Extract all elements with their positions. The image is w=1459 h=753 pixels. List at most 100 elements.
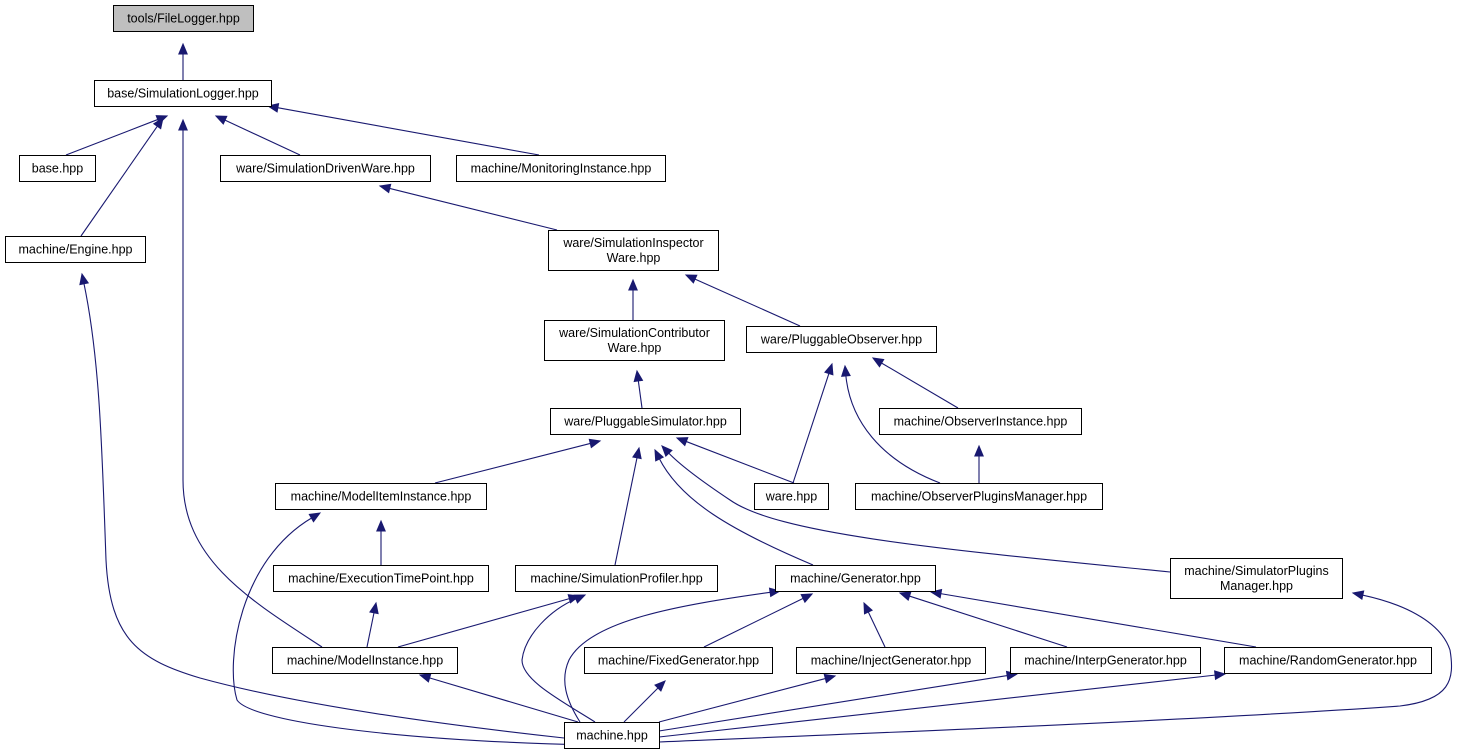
node-box xyxy=(113,5,254,32)
node-box xyxy=(19,155,96,182)
edge-injectgen-to-generator xyxy=(863,601,886,648)
edge-line xyxy=(521,597,596,723)
nodes-layer: tools/FileLogger.hpp base/SimulationLogge… xyxy=(5,5,1432,749)
edge-line xyxy=(276,107,540,156)
node-label: ware/SimulationContributor xyxy=(558,326,710,340)
node-label: machine/MonitoringInstance.hpp xyxy=(471,162,652,176)
edge-line xyxy=(80,125,159,237)
edge-line xyxy=(623,687,659,723)
edge-simprofiler-to-plugsim xyxy=(614,446,642,566)
edge-line xyxy=(614,456,638,566)
node-simlogger[interactable]: base/SimulationLogger.hpp xyxy=(94,80,272,107)
edge-line xyxy=(658,457,814,566)
arrowhead-icon xyxy=(369,601,379,615)
node-label: machine/FixedGenerator.hpp xyxy=(598,654,759,668)
edge-modelinstance-to-exectime xyxy=(366,601,379,648)
edge-obsinstance-to-plugobserver xyxy=(871,357,959,409)
edge-line xyxy=(182,129,323,648)
node-simdriven[interactable]: ware/SimulationDrivenWare.hpp xyxy=(220,155,431,182)
edge-simdriven-to-simlogger xyxy=(214,115,301,156)
node-label: machine.hpp xyxy=(576,729,648,743)
edge-modelitem-to-plugsim xyxy=(434,438,602,484)
edge-machine-to-randomgen xyxy=(658,670,1227,738)
node-label: machine/ObserverPluginsManager.hpp xyxy=(871,490,1087,504)
node-monitoring[interactable]: machine/MonitoringInstance.hpp xyxy=(456,155,666,182)
arrowhead-icon xyxy=(178,118,188,131)
node-modelinstance[interactable]: machine/ModelInstance.hpp xyxy=(272,647,458,674)
arrowhead-icon xyxy=(823,673,837,684)
node-modelitem[interactable]: machine/ModelItemInstance.hpp xyxy=(275,483,487,510)
node-plugobserver[interactable]: ware/PluggableObserver.hpp xyxy=(746,326,937,353)
node-label: ware/PluggableObserver.hpp xyxy=(760,333,922,347)
edge-ware-to-plugsim xyxy=(675,437,795,484)
edge-base-to-simlogger xyxy=(65,115,169,156)
edge-line xyxy=(667,452,1171,573)
node-label: Manager.hpp xyxy=(1220,579,1293,593)
node-obsplugins[interactable]: machine/ObserverPluginsManager.hpp xyxy=(855,483,1103,510)
edge-machine-to-engine xyxy=(79,272,565,739)
arrowhead-icon xyxy=(675,437,689,447)
node-box xyxy=(879,408,1082,435)
edge-plugobserver-to-siminspector xyxy=(684,274,801,327)
edge-line xyxy=(685,440,795,484)
node-box xyxy=(1170,558,1343,599)
arrowhead-icon xyxy=(661,445,673,457)
edge-plugsim-to-simcontrib xyxy=(633,369,644,409)
node-label: machine/ObserverInstance.hpp xyxy=(894,415,1068,429)
node-box xyxy=(273,565,489,592)
arrowhead-icon xyxy=(654,448,665,462)
edge-obsplugins-to-plugobserver xyxy=(840,364,941,484)
node-interpgen[interactable]: machine/InterpGenerator.hpp xyxy=(1010,647,1201,674)
node-ware[interactable]: ware.hpp xyxy=(754,483,829,510)
node-base[interactable]: base.hpp xyxy=(19,155,96,182)
node-filelogger[interactable]: tools/FileLogger.hpp xyxy=(113,5,254,32)
edge-modelinstance-to-simlogger xyxy=(178,118,323,648)
node-box xyxy=(855,483,1103,510)
edge-machine-to-interpgen xyxy=(658,670,1019,732)
edge-siminspector-to-simdriven xyxy=(378,183,558,231)
node-label: machine/ExecutionTimePoint.hpp xyxy=(288,572,474,586)
node-injectgen[interactable]: machine/InjectGenerator.hpp xyxy=(796,647,986,674)
edge-line xyxy=(939,592,1257,648)
edge-machine-to-simplugins xyxy=(658,590,1453,743)
node-box xyxy=(544,320,725,361)
node-randomgen[interactable]: machine/RandomGenerator.hpp xyxy=(1224,647,1432,674)
edge-line xyxy=(232,517,591,746)
node-box xyxy=(272,647,458,674)
edge-ware-to-plugobserver xyxy=(792,362,834,484)
node-box xyxy=(775,565,936,592)
node-generator[interactable]: machine/Generator.hpp xyxy=(775,565,936,592)
node-box xyxy=(796,647,986,674)
node-machine[interactable]: machine.hpp xyxy=(564,722,660,749)
arrowhead-icon xyxy=(418,673,432,683)
node-label: machine/Engine.hpp xyxy=(19,243,133,257)
node-simprofiler[interactable]: machine/SimulationProfiler.hpp xyxy=(515,565,718,592)
edge-fixedgen-to-generator xyxy=(703,593,814,648)
node-box xyxy=(456,155,666,182)
arrowhead-icon xyxy=(1351,590,1365,601)
node-box xyxy=(746,326,937,353)
node-engine[interactable]: machine/Engine.hpp xyxy=(5,236,146,263)
node-fixedgen[interactable]: machine/FixedGenerator.hpp xyxy=(584,647,773,674)
node-plugsim[interactable]: ware/PluggableSimulator.hpp xyxy=(550,408,741,435)
arrowhead-icon xyxy=(628,278,638,291)
arrowhead-icon xyxy=(308,512,322,523)
node-obsinstance[interactable]: machine/ObserverInstance.hpp xyxy=(879,408,1082,435)
node-label: ware.hpp xyxy=(765,490,817,504)
node-label: machine/RandomGenerator.hpp xyxy=(1239,654,1417,668)
node-box xyxy=(754,483,829,510)
node-label: ware/PluggableSimulator.hpp xyxy=(563,415,727,429)
arrowhead-icon xyxy=(898,591,912,601)
arrowhead-icon xyxy=(863,601,873,615)
edge-line xyxy=(880,362,959,409)
arrowhead-icon xyxy=(840,364,851,377)
edge-machine-to-injectgen xyxy=(658,673,837,723)
edge-line xyxy=(792,372,830,484)
edge-line xyxy=(845,374,941,484)
node-exectime[interactable]: machine/ExecutionTimePoint.hpp xyxy=(273,565,489,592)
